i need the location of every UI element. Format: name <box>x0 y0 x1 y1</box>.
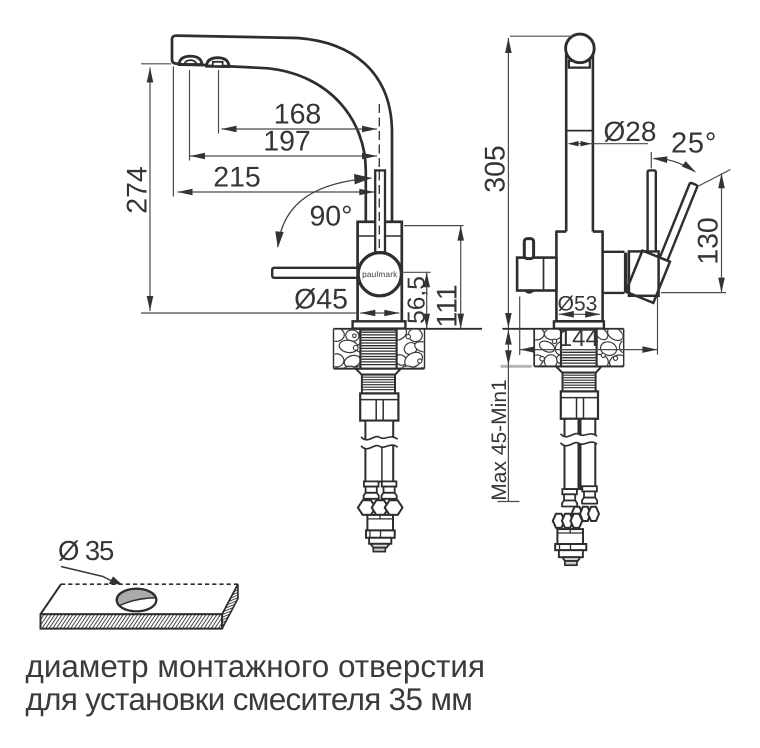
svg-text:130: 130 <box>693 217 725 265</box>
svg-text:для установки смесителя 35 мм: для установки смесителя 35 мм <box>26 682 473 717</box>
svg-text:Max 45-Min1: Max 45-Min1 <box>488 379 511 500</box>
svg-text:Ø 35: Ø 35 <box>58 535 114 566</box>
svg-text:56,5: 56,5 <box>404 276 431 324</box>
svg-text:90°: 90° <box>309 201 352 233</box>
svg-text:215: 215 <box>213 162 261 194</box>
svg-text:Ø28: Ø28 <box>604 116 657 147</box>
svg-text:Ø45: Ø45 <box>294 284 348 316</box>
svg-text:25°: 25° <box>671 128 717 160</box>
svg-text:305: 305 <box>480 145 512 193</box>
svg-text:274: 274 <box>122 166 154 214</box>
svg-text:paulmark: paulmark <box>362 270 398 279</box>
svg-text:111: 111 <box>432 284 464 327</box>
svg-text:197: 197 <box>263 126 311 158</box>
svg-text:144: 144 <box>559 325 599 352</box>
svg-text:диаметр монтажного отверстия: диаметр монтажного отверстия <box>26 649 485 684</box>
svg-text:Ø53: Ø53 <box>558 292 598 315</box>
svg-text:168: 168 <box>274 99 322 131</box>
